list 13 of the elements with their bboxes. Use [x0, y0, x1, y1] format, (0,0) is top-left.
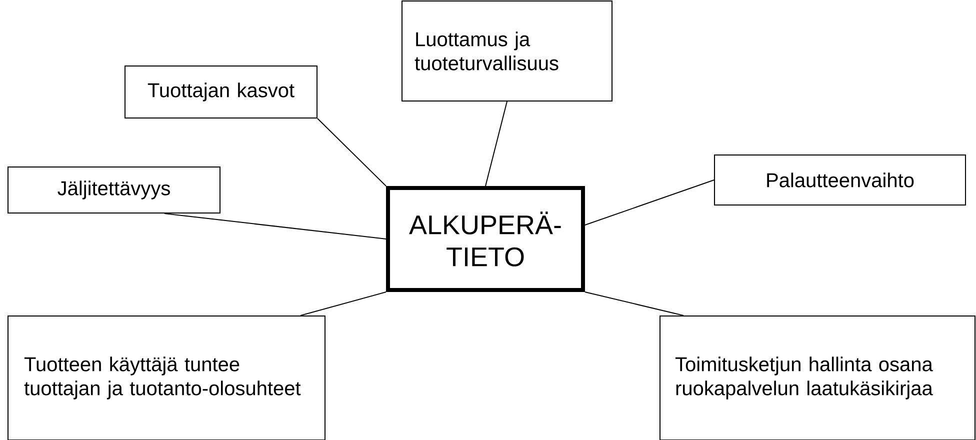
center-box: ALKUPERÄ-TIETO: [386, 186, 585, 292]
connector-line: [485, 101, 508, 186]
text-box: Jäljitettävyys: [8, 166, 220, 214]
text-box: Tuotteen käyttäjä tuntee tuottajan ja tuotanto-olosuhteet: [8, 316, 326, 440]
text-box: Luottamus ja tuoteturvallisuus: [402, 0, 612, 102]
text-box: Toimitusketjun hallinta osana ruokapalvelun laatukäsikirjaa: [660, 316, 976, 440]
connector-line: [300, 292, 386, 316]
connector-line: [584, 292, 684, 316]
connector-line: [164, 213, 386, 240]
text-box: Palautteenvaihto: [714, 154, 966, 206]
connector-line: [584, 180, 714, 226]
text-box: Tuottajan kasvot: [124, 66, 318, 118]
connector-line: [317, 118, 386, 186]
